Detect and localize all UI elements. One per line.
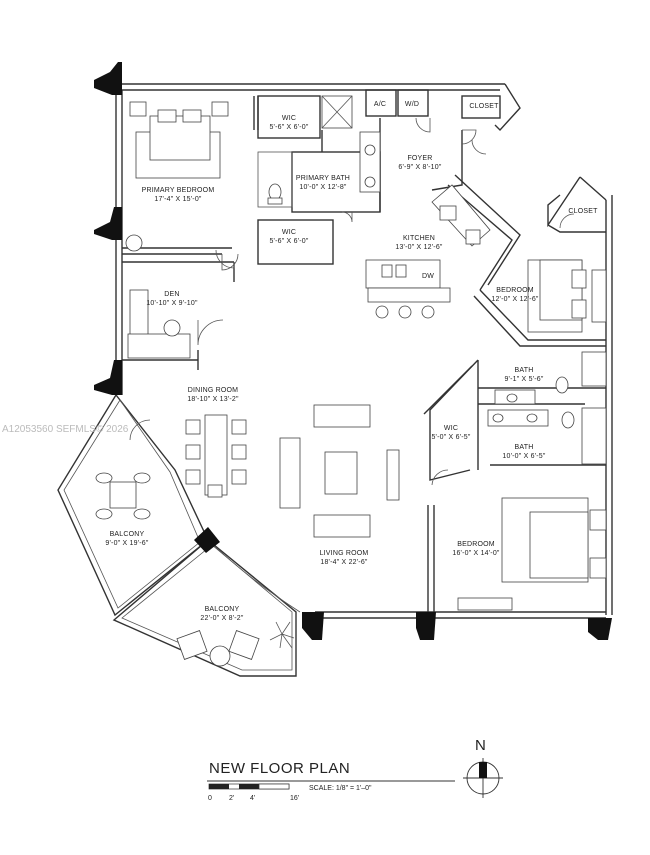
foyer-dims: 6'-9" X 8'-10": [398, 164, 441, 171]
bedroom-1-name: BEDROOM: [496, 287, 534, 294]
living-room-name: LIVING ROOM: [320, 550, 369, 557]
balcony-2-name: BALCONY: [205, 606, 240, 613]
bath-1-name: BATH: [515, 367, 534, 374]
plan-title: NEW FLOOR PLAN: [209, 760, 350, 777]
living-room-dims: 18'-4" X 22'-6": [320, 559, 368, 566]
balcony-2-dims: 22'-0" X 8'-2": [200, 615, 243, 622]
wic-2-name: WIC: [282, 229, 296, 236]
door-swings: [129, 117, 575, 486]
bath-2-dims: 10'-0" X 6'-5": [502, 453, 545, 460]
scale-text: SCALE: 1/8" = 1'–0": [309, 785, 372, 792]
dw-label: DW: [422, 273, 434, 280]
balcony-1-dims: 9'-0" X 19'-6": [105, 540, 148, 547]
watermark: A12053560 SEFMLS© 2026: [2, 424, 129, 435]
scale-tick-2: 2': [229, 795, 234, 802]
wd-label: W/D: [405, 101, 419, 108]
den-dims: 10'-10" X 9'-10": [146, 300, 198, 307]
balcony-1-name: BALCONY: [110, 531, 145, 538]
bath-2-name: BATH: [515, 444, 534, 451]
dining-room-name: DINING ROOM: [188, 387, 238, 394]
wic-2-dims: 5'-6" X 6'-0": [269, 238, 308, 245]
bedroom-2-name: BEDROOM: [457, 541, 495, 548]
kitchen-name: KITCHEN: [403, 235, 435, 242]
primary-bath-dims: 10'-0" X 12'-8": [299, 184, 347, 191]
room-labels: PRIMARY BEDROOM 17'-4" X 15'-0" WIC 5'-6…: [105, 101, 598, 622]
primary-bath-name: PRIMARY BATH: [296, 175, 350, 182]
ac-label: A/C: [374, 101, 386, 108]
dining-room-dims: 18'-10" X 13'-2": [187, 396, 239, 403]
north-arrow-icon: N: [463, 737, 503, 798]
bath-1-dims: 9'-1" X 5'-6": [504, 376, 543, 383]
scale-bar-icon: [208, 783, 290, 790]
wic-1-name: WIC: [282, 115, 296, 122]
closet-2-label: CLOSET: [568, 208, 598, 215]
title-block: NEW FLOOR PLAN 0 2' 4' 16' SCALE: 1/8" =…: [207, 737, 503, 802]
north-label: N: [475, 737, 486, 754]
primary-bedroom-dims: 17'-4" X 15'-0": [154, 196, 202, 203]
primary-bedroom-name: PRIMARY BEDROOM: [142, 187, 215, 194]
scale-tick-0: 0: [208, 795, 212, 802]
den-name: DEN: [164, 291, 179, 298]
wic-1-dims: 5'-6" X 6'-0": [269, 124, 308, 131]
structural-columns: [94, 62, 612, 640]
closet-1-label: CLOSET: [469, 103, 499, 110]
bedroom-1-dims: 12'-0" X 12'-6": [491, 296, 539, 303]
scale-tick-4: 4': [250, 795, 255, 802]
furniture: [95, 95, 607, 667]
wic-3-dims: 5'-0" X 6'-5": [431, 434, 470, 441]
kitchen-dims: 13'-0" X 12'-6": [395, 244, 443, 251]
wic-3-name: WIC: [444, 425, 458, 432]
scale-tick-16: 16': [290, 795, 299, 802]
foyer-name: FOYER: [407, 155, 432, 162]
bedroom-2-dims: 16'-0" X 14'-0": [452, 550, 500, 557]
